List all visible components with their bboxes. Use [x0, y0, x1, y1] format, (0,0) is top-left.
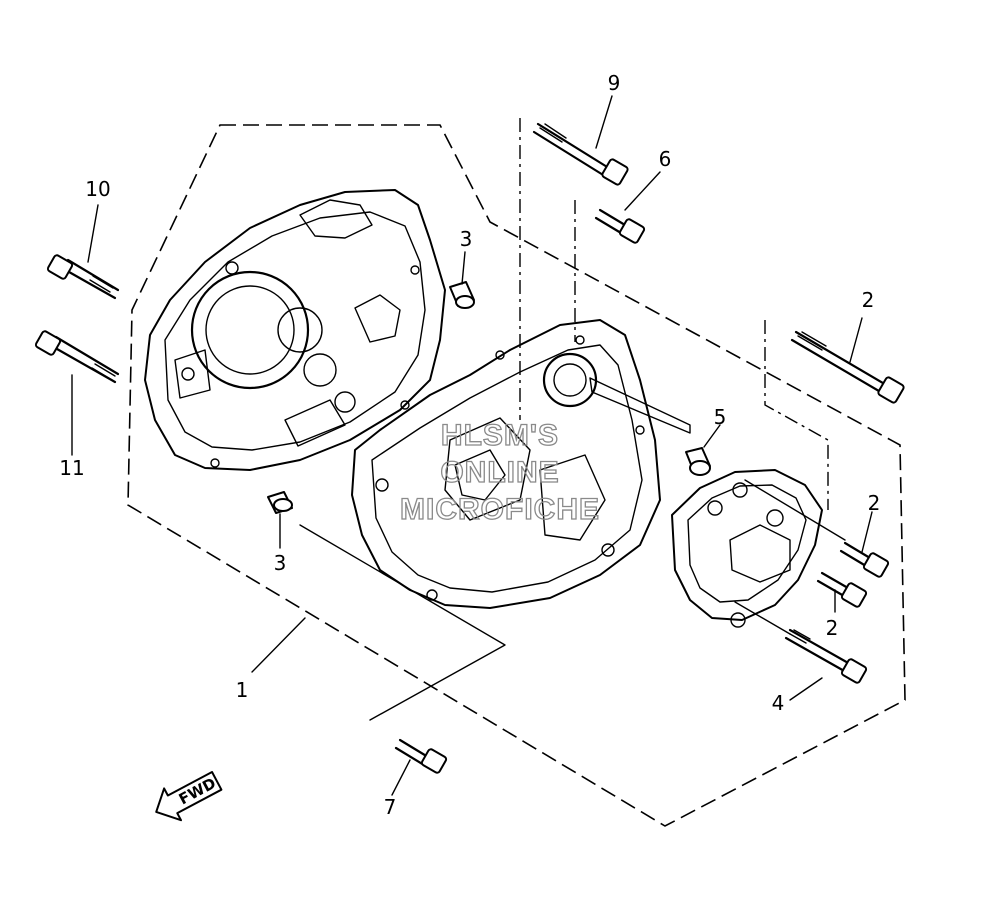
right-crankcase-half — [351, 319, 691, 609]
bolt-2-guide — [744, 479, 846, 541]
assembly-boundary — [127, 124, 906, 827]
leader-lines — [71, 95, 873, 796]
bolt-11 — [34, 330, 120, 384]
callout-11: 11 — [59, 456, 84, 480]
bolt-7-guide — [299, 524, 506, 721]
bolt-9 — [532, 122, 629, 186]
bolt-6 — [594, 208, 646, 244]
bolt-2-upper — [839, 541, 890, 578]
watermark-line-3: MICROFICHE — [400, 493, 600, 526]
callout-5: 5 — [714, 405, 727, 429]
watermark-line-2: ONLINE — [440, 456, 559, 489]
callout-10: 2 — [862, 288, 875, 312]
bolt-10 — [790, 330, 905, 404]
callout-7: 7 — [384, 795, 397, 819]
side-cover — [671, 469, 823, 628]
callout-9: 9 — [608, 71, 621, 95]
bolt-4 — [784, 628, 868, 684]
callout-8: 10 — [85, 177, 110, 201]
dowel-pin-upper — [449, 281, 475, 309]
bolt-2-lower — [816, 571, 868, 608]
callout-2-upper: 2 — [868, 491, 881, 515]
callout-6: 6 — [659, 147, 672, 171]
watermark-line-1: HLSM'S — [441, 419, 559, 452]
bolt-4-guide — [734, 601, 791, 635]
left-crankcase-half — [144, 189, 446, 471]
callout-4: 4 — [772, 691, 785, 715]
bolt-10-guide — [764, 320, 829, 510]
callout-3-upper: 3 — [460, 227, 473, 251]
fwd-arrow: FWD — [155, 771, 223, 822]
callout-1: 1 — [236, 678, 249, 702]
bolt-7 — [394, 738, 448, 774]
bolt-8 — [46, 254, 120, 300]
dowel-pin-cover — [685, 447, 711, 476]
dowel-pin-lower — [267, 491, 293, 514]
callout-3-lower: 3 — [274, 551, 287, 575]
watermark: HLSM'S ONLINE MICROFICHE — [399, 418, 600, 526]
callout-2-lower: 2 — [826, 616, 839, 640]
